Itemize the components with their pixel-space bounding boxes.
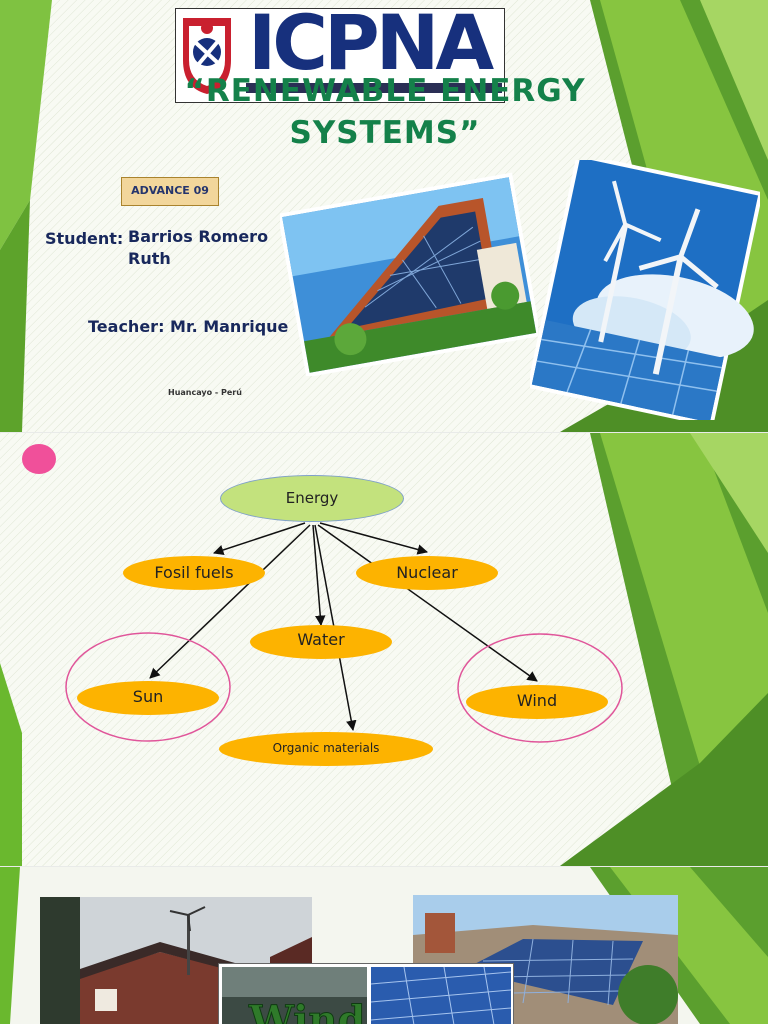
teacher-label: Teacher [88, 317, 159, 336]
slide-energy-diagram: Energy Fosil fuels Nuclear Water Sun Win… [0, 433, 768, 866]
solar-house-photo [280, 172, 538, 376]
arrow-energy-wind [317, 524, 538, 682]
location-text: Huancayo - Perú [168, 388, 242, 397]
node-energy: Energy [220, 475, 404, 522]
diagram-connectors [65, 522, 623, 743]
node-sun: Sun [77, 681, 219, 715]
logo-tagline-bar [246, 83, 502, 93]
logo-wordmark: ICPNA [248, 8, 494, 87]
student-name-line-1: Barrios Romero [128, 227, 269, 246]
wind-turbine-house-photo [40, 897, 312, 1024]
arrow-energy-fosil [213, 522, 306, 556]
icpna-logo: ICPNA [175, 8, 505, 103]
logo-emblem-icon [183, 18, 231, 94]
teacher-line: Teacher: Mr. Manrique [88, 316, 288, 338]
svg-text:Wind: Wind [248, 997, 365, 1024]
node-nuclear: Nuclear [356, 556, 498, 590]
presentation-title: “RENEWABLE ENERGY SYSTEMS” [130, 70, 640, 154]
student-name: Barrios Romero Ruth [128, 226, 298, 270]
collage-image: Wind [222, 966, 512, 1024]
wind-highlight-ring [457, 633, 623, 743]
node-wind: Wind [466, 685, 608, 719]
arrow-energy-water [312, 524, 326, 627]
node-water: Water [250, 625, 392, 659]
wind-solar-collage: Wind [218, 963, 514, 1024]
title-line-2: SYSTEMS” [289, 115, 481, 151]
student-name-line-2: Ruth [128, 249, 171, 268]
pink-bullet-dot [22, 444, 56, 474]
student-label: Student: [45, 229, 124, 248]
node-fosil-fuels: Fosil fuels [123, 556, 265, 590]
teacher-value: : Mr. Manrique [158, 317, 289, 336]
slide-title: ICPNA “RENEWABLE ENERGY SYSTEMS” ADVANCE… [0, 0, 768, 432]
sun-highlight-ring [65, 632, 231, 742]
node-organic-materials: Organic materials [219, 732, 433, 766]
level-badge: ADVANCE 09 [121, 177, 219, 206]
arrow-energy-nuclear [319, 522, 429, 555]
arrow-energy-sun [149, 524, 311, 679]
wind-turbine-photo [530, 160, 760, 420]
title-line-1: “RENEWABLE ENERGY [184, 73, 586, 109]
slide-photos: Wind [0, 867, 768, 1024]
